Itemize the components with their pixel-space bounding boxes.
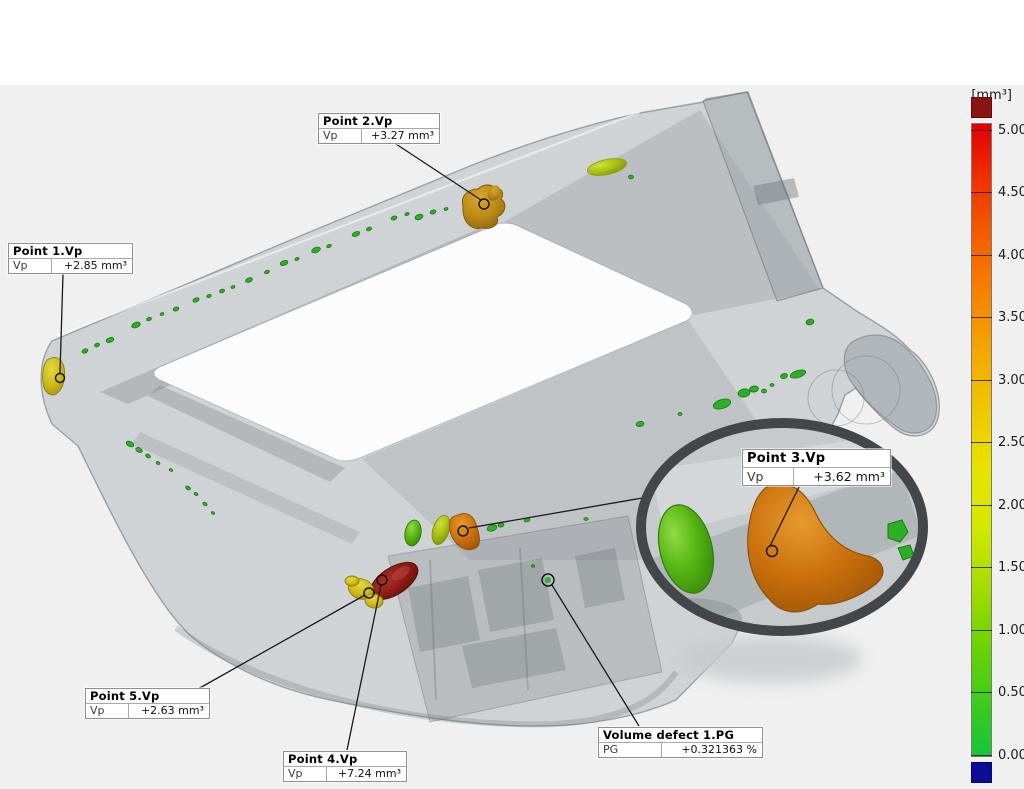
- callout-point2-key: Vp: [319, 129, 362, 143]
- callout-volume-defect-key: PG: [599, 743, 662, 757]
- marker-point2: [478, 198, 490, 210]
- marker-point5: [363, 587, 375, 599]
- magnified-orange-defect: [747, 483, 884, 613]
- defect-point1-yellow[interactable]: [42, 357, 66, 396]
- callout-point2-value: +3.27 mm³: [370, 129, 434, 142]
- callout-point1-value: +2.85 mm³: [63, 259, 127, 272]
- callout-volume-defect-title: Volume defect 1.PG: [599, 728, 762, 743]
- magnified-small-green: [887, 519, 909, 543]
- callout-point2[interactable]: Point 2.Vp Vp +3.27 mm³: [318, 113, 440, 144]
- sump-block: [387, 515, 663, 723]
- magnifier-link-line: [468, 496, 649, 529]
- annotation-leaders: [59, 143, 800, 751]
- handle-spout: [843, 334, 938, 434]
- defect-cluster-center[interactable]: [403, 513, 480, 551]
- callout-point4[interactable]: Point 4.Vp Vp +7.24 mm³: [283, 751, 407, 782]
- callout-point5-key: Vp: [86, 704, 129, 718]
- callout-point5[interactable]: Point 5.Vp Vp +2.63 mm³: [85, 688, 210, 719]
- callout-point4-value: +7.24 mm³: [337, 767, 401, 780]
- callout-point5-value: +2.63 mm³: [140, 704, 204, 717]
- mounting-tab: [702, 91, 824, 302]
- callout-point3-value: +3.62 mm³: [813, 469, 885, 484]
- callout-point2-title: Point 2.Vp: [319, 114, 439, 129]
- marker-point4: [376, 574, 388, 586]
- callout-point3-key: Vp: [743, 468, 794, 485]
- callout-point1[interactable]: Point 1.Vp Vp +2.85 mm³: [8, 243, 133, 274]
- magnified-green-defect: [657, 504, 715, 594]
- magnifier-shadow: [678, 635, 862, 683]
- callout-point3[interactable]: Point 3.Vp Vp +3.62 mm³: [742, 449, 891, 486]
- marker-volume-defect: [541, 573, 555, 587]
- callout-point1-title: Point 1.Vp: [9, 244, 132, 259]
- callout-point5-title: Point 5.Vp: [86, 689, 209, 704]
- marker-point1: [54, 372, 66, 384]
- defect-top-yellowgreen: [586, 158, 628, 176]
- callout-point4-title: Point 4.Vp: [284, 752, 406, 767]
- frame-opening: [153, 222, 693, 462]
- defect-point2-ochre[interactable]: [461, 183, 506, 230]
- porosity-defects-small: [81, 174, 815, 568]
- point-markers[interactable]: [54, 198, 779, 599]
- callout-point1-key: Vp: [9, 259, 52, 273]
- marker-point3: [765, 544, 779, 558]
- marker-small-orange: [457, 525, 469, 537]
- callout-point4-key: Vp: [284, 767, 327, 781]
- callout-point3-title: Point 3.Vp: [743, 450, 890, 468]
- callout-volume-defect-value: +0.321363 %: [681, 743, 757, 756]
- callout-volume-defect[interactable]: Volume defect 1.PG PG +0.321363 %: [598, 727, 763, 758]
